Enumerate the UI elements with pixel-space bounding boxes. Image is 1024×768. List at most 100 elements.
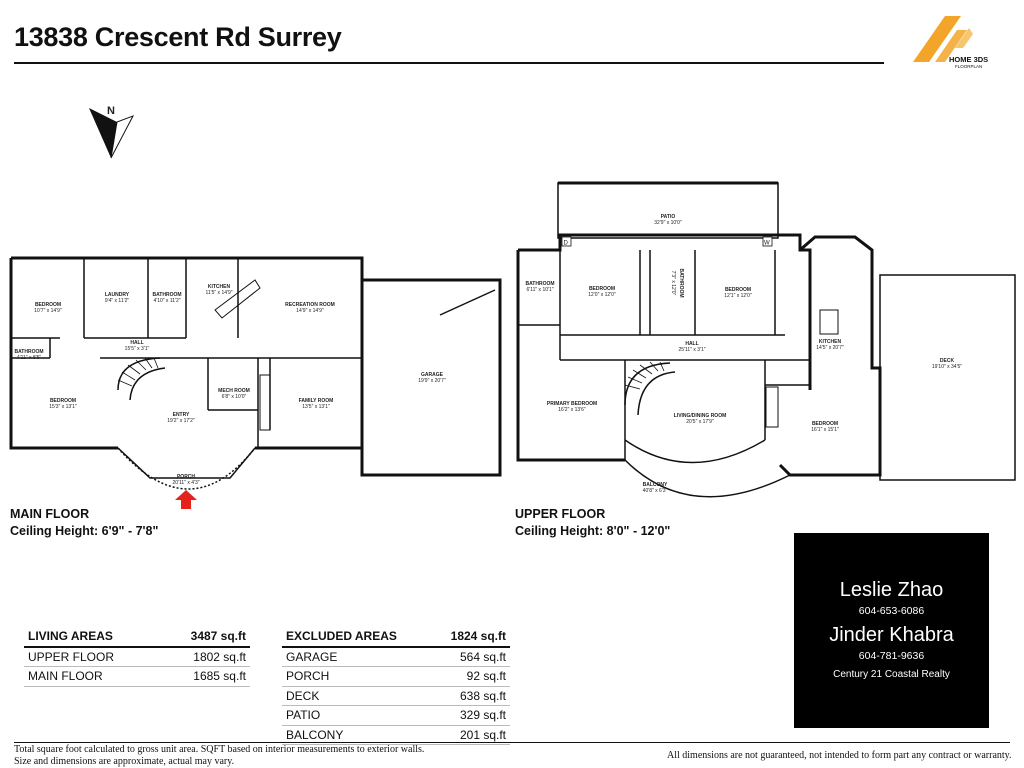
logo-brand-text: HOME 3DS: [949, 55, 989, 64]
room-label: HALL: [685, 341, 698, 347]
agent-phone: 604-653-6086: [858, 605, 925, 617]
room-dims: 4'10" x 11'2": [153, 298, 180, 304]
room-dims: 16'1" x 15'1": [811, 427, 839, 433]
area-label: UPPER FLOOR: [24, 646, 159, 667]
table-row: MAIN FLOOR 1685 sq.ft: [24, 666, 250, 687]
room-dims: 11'5" x 14'9": [205, 290, 232, 296]
room-label: BEDROOM: [725, 287, 751, 293]
excluded-areas-total: 1824 sq.ft: [430, 627, 510, 648]
room-dims: 10'7" x 14'9": [34, 308, 62, 314]
main-floor-plan: BEDROOM 10'7" x 14'9" LAUNDRY 9'4" x 11'…: [9, 256, 502, 509]
agent-company: Century 21 Coastal Realty: [833, 669, 950, 680]
table-row: BALCONY 201 sq.ft: [282, 725, 510, 745]
room-label: PRIMARY BEDROOM: [547, 401, 597, 407]
room-label: BATHROOM: [525, 281, 554, 287]
area-value: 1802 sq.ft: [159, 646, 250, 667]
area-value: 564 sq.ft: [430, 646, 510, 667]
upper-floor-plan: D W PATIO 32'9" x 10'0" BATHROOM 6'11" x…: [516, 181, 1016, 498]
area-value: 201 sq.ft: [430, 725, 510, 745]
room-label: BALCONY: [643, 482, 668, 488]
room-label: BEDROOM: [50, 398, 76, 404]
footer-note-line2: Size and dimensions are approximate, act…: [14, 756, 235, 767]
compass-label: N: [107, 105, 115, 117]
room-dims: 25'11" x 3'1": [678, 347, 705, 353]
area-value: 329 sq.ft: [430, 705, 510, 726]
main-floor-ceiling: Ceiling Height: 6'9" - 7'8": [10, 524, 159, 538]
agent-name: Jinder Khabra: [829, 624, 954, 646]
area-label: PATIO: [282, 705, 431, 726]
room-label: BATHROOM: [152, 292, 181, 298]
room-dims: 12'0" x 12'0": [588, 292, 616, 298]
table-row: UPPER FLOOR 1802 sq.ft: [24, 646, 250, 667]
room-label: GARAGE: [421, 372, 444, 378]
room-label: BEDROOM: [35, 302, 61, 308]
room-dims: 32'9" x 10'0": [654, 220, 682, 226]
logo-mark-icon: [913, 16, 973, 62]
entry-arrow-icon: [175, 490, 197, 509]
washer-label: W: [764, 241, 770, 247]
dryer-label: D: [564, 241, 569, 247]
footer-divider: [14, 742, 1010, 743]
room-dims: 6'8" x 10'0": [222, 394, 247, 400]
title-divider: [14, 62, 884, 64]
upper-floor-name: UPPER FLOOR: [515, 507, 606, 521]
room-label: BEDROOM: [589, 286, 615, 292]
room-label: BATHROOM: [678, 268, 684, 297]
area-label: PORCH: [282, 666, 431, 687]
room-dims: 19'10" x 34'5": [932, 364, 962, 370]
excluded-areas-table: EXCLUDED AREAS 1824 sq.ft GARAGE 564 sq.…: [282, 627, 510, 745]
area-label: GARAGE: [282, 646, 431, 667]
logo-sub-text: FLOORPLAN: [955, 64, 983, 69]
agent-name: Leslie Zhao: [839, 579, 944, 601]
room-dims: 40'8" x 6'3": [643, 488, 668, 494]
room-dims: 15'3" x 13'1": [49, 404, 77, 410]
room-label: FAMILY ROOM: [299, 398, 334, 404]
room-dims: 6'11" x 10'1": [526, 287, 553, 293]
room-label: PATIO: [661, 214, 676, 220]
room-label: LIVING/DINING ROOM: [674, 413, 727, 419]
room-dims: 19'2" x 17'2": [167, 418, 195, 424]
room-label: BATHROOM: [14, 349, 43, 355]
area-label: MAIN FLOOR: [24, 666, 159, 687]
area-label: DECK: [282, 686, 431, 706]
room-dims: 19'9" x 20'7": [418, 378, 446, 384]
agent-contact-card: Leslie Zhao 604-653-6086 Jinder Khabra 6…: [794, 533, 989, 728]
room-dims: 12'1" x 12'0": [724, 293, 752, 299]
table-header-row: LIVING AREAS 3487 sq.ft: [24, 627, 250, 648]
area-value: 92 sq.ft: [430, 666, 510, 687]
room-dims: 4'11" x 8'5": [17, 355, 41, 361]
area-label: BALCONY: [282, 725, 431, 745]
room-label: BEDROOM: [812, 421, 838, 427]
room-label: RECREATION ROOM: [285, 302, 335, 308]
footer-note-line1: Total square foot calculated to gross un…: [14, 744, 425, 755]
room-label: MECH ROOM: [218, 388, 250, 394]
room-dims: 20'5" x 17'9": [686, 419, 714, 425]
room-label: DECK: [940, 358, 955, 364]
area-value: 638 sq.ft: [430, 686, 510, 706]
agent-phone: 604-781-9636: [858, 650, 925, 662]
table-row: DECK 638 sq.ft: [282, 686, 510, 706]
room-label: PORCH: [177, 474, 195, 480]
table-row: PORCH 92 sq.ft: [282, 666, 510, 687]
room-label: KITCHEN: [208, 284, 231, 290]
room-dims: 14'9" x 14'9": [296, 308, 324, 314]
room-dims: 20'11" x 4'3": [172, 480, 199, 486]
main-floor-name: MAIN FLOOR: [10, 507, 90, 521]
footer-disclaimer: All dimensions are not guaranteed, not i…: [667, 750, 1012, 761]
north-arrow-icon: N: [89, 105, 135, 159]
room-dims: 15'5" x 3'1": [125, 346, 150, 352]
page-title: 13838 Crescent Rd Surrey: [14, 22, 342, 52]
area-value: 1685 sq.ft: [159, 666, 250, 687]
table-row: PATIO 329 sq.ft: [282, 705, 510, 726]
room-dims: 16'2" x 13'6": [558, 407, 586, 413]
living-areas-total: 3487 sq.ft: [159, 627, 250, 648]
room-dims: 9'4" x 11'2": [105, 298, 129, 304]
room-dims: 14'5" x 20'7": [816, 345, 844, 351]
excluded-areas-header: EXCLUDED AREAS: [282, 627, 431, 648]
room-dims: 7'3" x 12'0": [670, 271, 676, 296]
living-areas-header: LIVING AREAS: [24, 627, 159, 648]
table-header-row: EXCLUDED AREAS 1824 sq.ft: [282, 627, 510, 648]
home3ds-logo: HOME 3DS FLOORPLAN: [905, 10, 989, 70]
room-label: LAUNDRY: [105, 292, 130, 298]
table-row: GARAGE 564 sq.ft: [282, 646, 510, 667]
